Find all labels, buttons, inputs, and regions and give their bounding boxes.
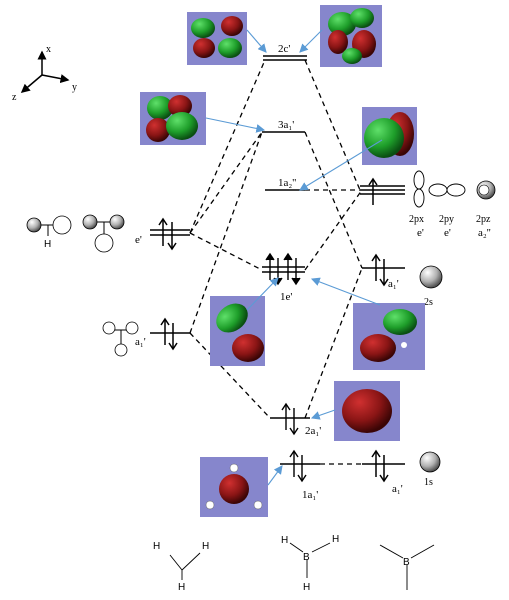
sym-2py: e' (444, 227, 451, 239)
electrons-2a1 (281, 402, 299, 436)
left-a1-label: a₁' (135, 336, 146, 348)
h3-fragment-a1 (102, 321, 139, 357)
label-2c: 2c' (278, 43, 290, 55)
h3-fragment-e2 (82, 214, 125, 253)
label-2s: 2s (424, 297, 433, 308)
label-2px: 2px (409, 214, 424, 225)
electrons-1e (265, 252, 301, 286)
ch3-h1: H (153, 541, 160, 552)
2px-orbital (413, 170, 425, 208)
label-1s: 1s (424, 477, 433, 488)
axes-indicator: x y z (12, 44, 77, 103)
orbital-render-2a1 (334, 381, 400, 441)
right-2s-level (362, 253, 405, 287)
label-1a2: 1a₂'' (278, 177, 296, 189)
orbital-render-1a1 (200, 457, 268, 517)
bh3-structure (289, 542, 331, 578)
orbital-render-3a1 (140, 92, 206, 145)
b-bare-atom: B (403, 557, 410, 568)
ch3-h3: H (178, 582, 185, 593)
2s-orbital (419, 265, 443, 289)
correlation-lines (189, 59, 363, 465)
bh3-h2: H (332, 534, 339, 545)
bh3-h3: H (303, 582, 310, 593)
label-3a1: 3a₁' (278, 119, 294, 131)
left-e-label: e' (135, 234, 142, 246)
ch3-structure (169, 552, 201, 580)
orbital-render-1e-a (210, 296, 265, 366)
left-a1-level (150, 317, 190, 351)
label-2py: 2py (439, 214, 454, 225)
axis-x-label: x (46, 44, 51, 55)
label-2a1: 2a₁' (305, 425, 321, 437)
axis-y-label: y (72, 82, 77, 93)
h-atom-label: H (44, 239, 51, 250)
sym-2px: e' (417, 227, 424, 239)
orbital-render-1a2 (362, 107, 417, 165)
right-1s-level (362, 449, 405, 483)
render-arrows (205, 29, 383, 486)
orbital-render-1e-b (353, 303, 425, 370)
orbital-render-2c-b (320, 5, 382, 67)
left-e-level (150, 217, 190, 251)
right-a1-lower: a₁' (392, 483, 403, 495)
label-2pz: 2pz (476, 214, 491, 225)
p-orbitals (413, 170, 496, 208)
right-a1-upper: a₁' (388, 278, 399, 290)
label-1e: 1e' (280, 291, 292, 303)
right-2p-levels (360, 177, 405, 205)
bh3-b: B (303, 552, 310, 563)
label-1a1: 1a₁' (302, 489, 318, 501)
2pz-orbital (476, 180, 496, 200)
1s-orbital (419, 451, 441, 473)
axis-z-label: z (12, 92, 17, 103)
ch3-h2: H (202, 541, 209, 552)
electrons-1a1 (289, 449, 307, 483)
2py-orbital (428, 183, 466, 197)
b-bare-structure (379, 544, 435, 590)
mo-levels (262, 55, 320, 465)
bh3-h1: H (281, 535, 288, 546)
sym-2pz: a₂'' (478, 227, 491, 239)
orbital-render-2c-a (187, 12, 247, 65)
h3-fragment-e1: H (26, 215, 72, 250)
